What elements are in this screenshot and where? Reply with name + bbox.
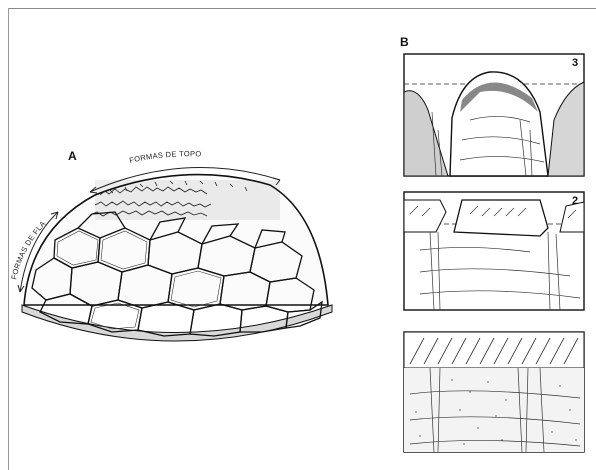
stage-1-top-layer <box>404 332 584 368</box>
dome-top-shading <box>95 180 280 220</box>
stage-2-block: 2 <box>404 192 584 310</box>
panel-b: B 3 2 <box>400 35 584 452</box>
top-forms-label: FORMAS DE TOPO <box>128 149 201 165</box>
panel-a: A FORMAS DE TOPO FORMAS DE FLANCO <box>0 0 332 341</box>
panel-a-label: A <box>68 149 77 163</box>
panel-b-label: B <box>400 35 409 49</box>
flank-forms-label: FORMAS DE FLANCO <box>0 0 47 280</box>
stage-3-label: 3 <box>572 57 578 69</box>
stage-3-block: 3 <box>404 54 584 176</box>
stage-1-block: 1 <box>404 332 584 452</box>
stage-2-central-block <box>454 200 548 236</box>
stage-1-stippled-rock <box>404 368 584 452</box>
